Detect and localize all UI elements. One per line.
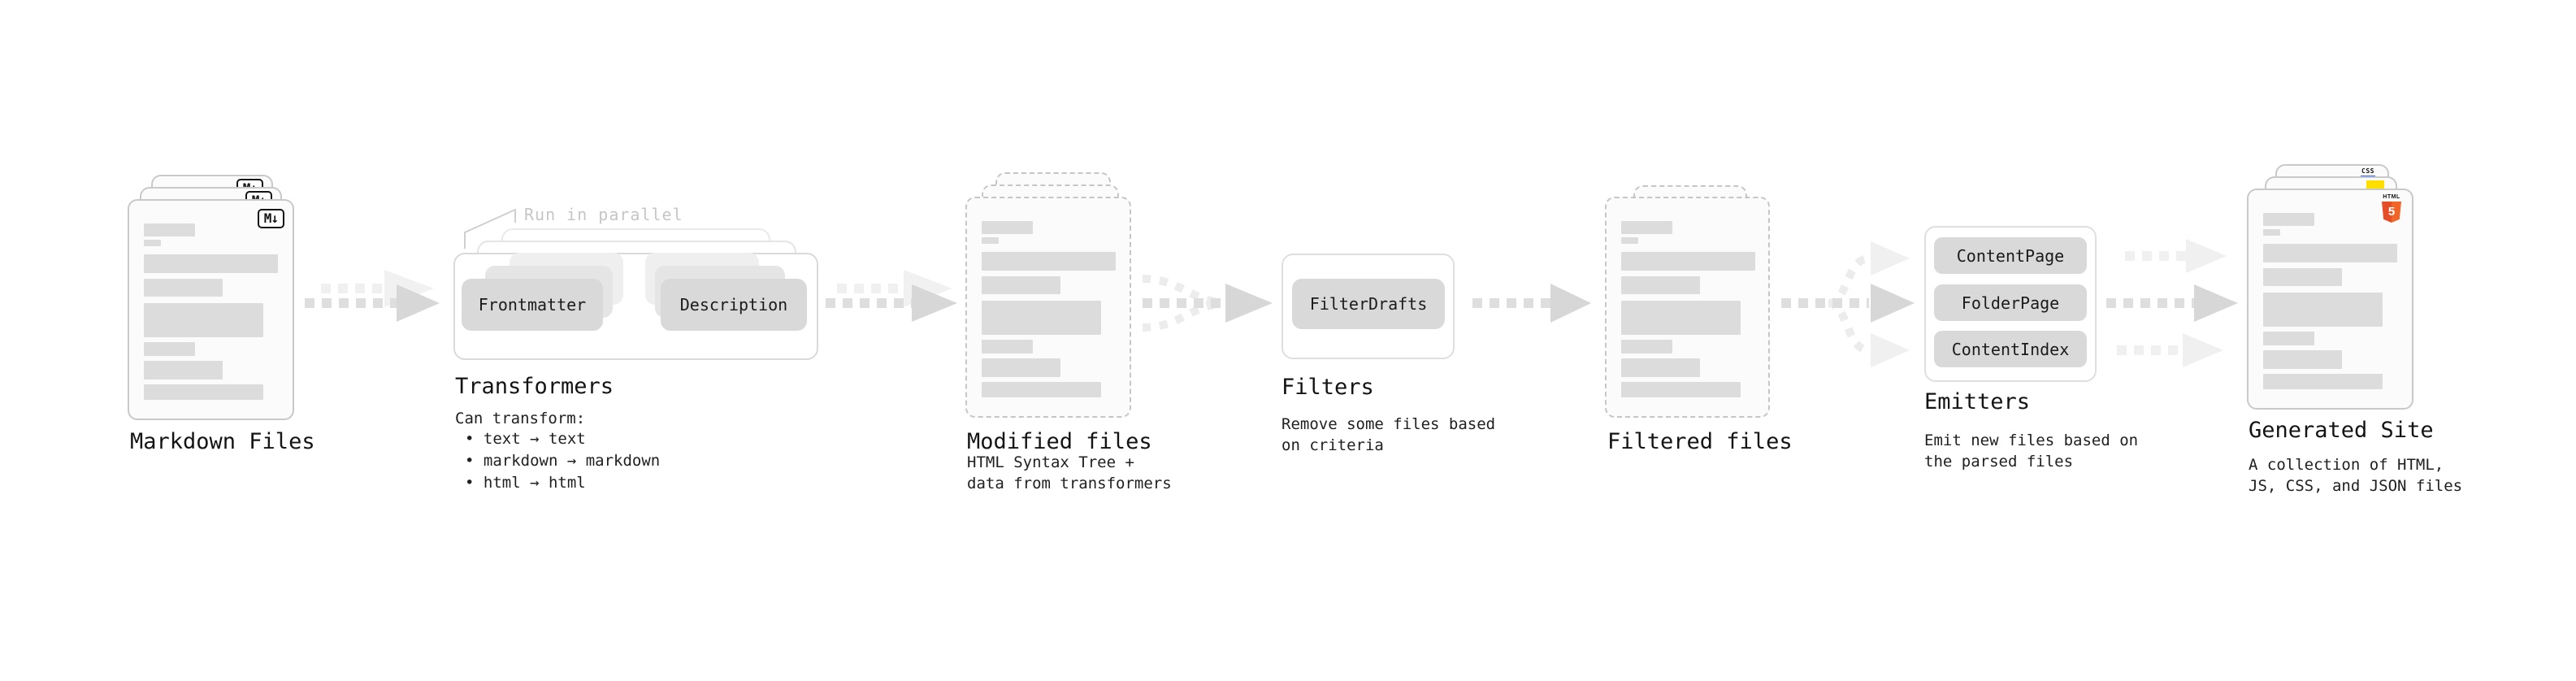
arrow-modified-to-filters-merge	[1142, 275, 1273, 332]
doc-skeleton-bar	[1621, 340, 1672, 354]
doc-skeleton-bar	[2263, 350, 2342, 369]
doc-skeleton-bar	[1621, 221, 1672, 234]
doc-skeleton-bar	[982, 358, 1060, 377]
css-icon-label: CSS	[2361, 167, 2374, 175]
pill-frontmatter: Frontmatter	[462, 279, 603, 331]
doc-skeleton	[2263, 213, 2397, 389]
arrow-filtered-to-emitters-split	[1781, 241, 1915, 367]
pill-contentpage: ContentPage	[1934, 237, 2087, 274]
doc-skeleton-bar	[982, 237, 999, 244]
doc-skeleton-bar	[144, 384, 263, 400]
filters-desc: Remove some files based on criteria	[1281, 414, 1495, 456]
doc-skeleton-bar	[144, 342, 195, 356]
doc-skeleton-bar	[982, 221, 1033, 234]
doc-skeleton	[982, 221, 1116, 397]
desc-line: A collection of HTML,	[2249, 456, 2444, 474]
html5-icon-label: HTML	[2383, 194, 2400, 200]
filtered-file-front	[1605, 197, 1770, 418]
doc-skeleton-bar	[982, 340, 1033, 354]
desc-line: Remove some files based	[1281, 415, 1496, 433]
doc-skeleton-bar	[982, 252, 1116, 271]
bullet-item: markdown → markdown	[465, 450, 660, 472]
doc-skeleton-bar	[144, 223, 195, 236]
doc-skeleton-bar	[2263, 268, 2342, 286]
transformers-desc-title: Can transform:	[455, 410, 586, 427]
doc-skeleton-bar	[1621, 276, 1700, 294]
generated-file-front: HTML 5	[2247, 189, 2413, 410]
doc-skeleton-bar	[982, 276, 1060, 294]
desc-line: JS, CSS, and JSON files	[2249, 477, 2463, 495]
doc-skeleton-bar	[2263, 374, 2383, 389]
doc-skeleton-bar	[144, 240, 161, 246]
stage-label-filtered-files: Filtered files	[1607, 429, 1793, 454]
desc-line: on criteria	[1281, 436, 1384, 454]
arrow-emitters-to-generated	[2106, 239, 2238, 367]
html5-number: 5	[2387, 204, 2396, 219]
run-in-parallel-annotation: Run in parallel	[524, 205, 683, 224]
pill-contentindex: ContentIndex	[1934, 331, 2087, 367]
js-icon	[2366, 180, 2384, 191]
bullet-item: html → html	[465, 472, 660, 494]
doc-skeleton-bar	[2263, 332, 2314, 345]
stage-label-emitters: Emitters	[1924, 389, 2031, 414]
desc-line: data from transformers	[967, 475, 1172, 492]
doc-skeleton	[144, 223, 278, 400]
doc-skeleton-bar	[982, 382, 1101, 397]
desc-line: HTML Syntax Tree +	[967, 453, 1134, 471]
doc-skeleton-bar	[2263, 213, 2314, 226]
doc-skeleton-bar	[144, 303, 263, 337]
doc-skeleton-bar	[144, 279, 223, 297]
doc-skeleton-bar	[1621, 301, 1741, 335]
stage-label-markdown-files: Markdown Files	[130, 429, 315, 454]
pill-description: Description	[661, 279, 807, 331]
pill-folderpage: FolderPage	[1934, 284, 2087, 321]
stage-label-filters: Filters	[1281, 375, 1374, 400]
doc-skeleton-bar	[1621, 252, 1755, 271]
doc-skeleton-bar	[144, 254, 278, 273]
html5-shield: 5	[2382, 202, 2401, 223]
modified-files-desc: HTML Syntax Tree + data from transformer…	[967, 452, 1172, 494]
doc-skeleton	[1621, 221, 1755, 397]
arrow-filters-to-filtered	[1472, 284, 1591, 323]
stage-label-transformers: Transformers	[455, 374, 614, 399]
doc-skeleton-bar	[1621, 382, 1741, 397]
pill-filterdrafts: FilterDrafts	[1292, 279, 1445, 329]
transformers-bullet-list: text → text markdown → markdown html → h…	[465, 428, 660, 494]
arrow-markdown-to-transformers	[305, 270, 440, 322]
desc-line: Emit new files based on	[1924, 432, 2139, 449]
arrow-transformers-to-modified	[826, 270, 957, 322]
doc-skeleton-bar	[982, 301, 1101, 335]
desc-line: the parsed files	[1924, 453, 2074, 471]
bullet-item: text → text	[465, 428, 660, 450]
doc-skeleton-bar	[1621, 237, 1638, 244]
doc-skeleton-bar	[2263, 244, 2397, 262]
modified-file-front	[965, 197, 1131, 418]
generated-site-desc: A collection of HTML, JS, CSS, and JSON …	[2249, 454, 2462, 497]
html5-icon: HTML 5	[2381, 194, 2402, 223]
annotation-leader-line	[464, 208, 516, 249]
doc-skeleton-bar	[2263, 293, 2383, 327]
stage-label-modified-files: Modified files	[967, 429, 1152, 454]
doc-skeleton-bar	[1621, 358, 1700, 377]
markdown-icon: M↓	[257, 209, 284, 228]
doc-skeleton-bar	[144, 361, 223, 380]
emitters-desc: Emit new files based on the parsed files	[1924, 430, 2138, 472]
doc-skeleton-bar	[2263, 229, 2280, 236]
stage-label-generated-site: Generated Site	[2249, 418, 2434, 443]
markdown-file-front: M↓	[128, 199, 294, 420]
